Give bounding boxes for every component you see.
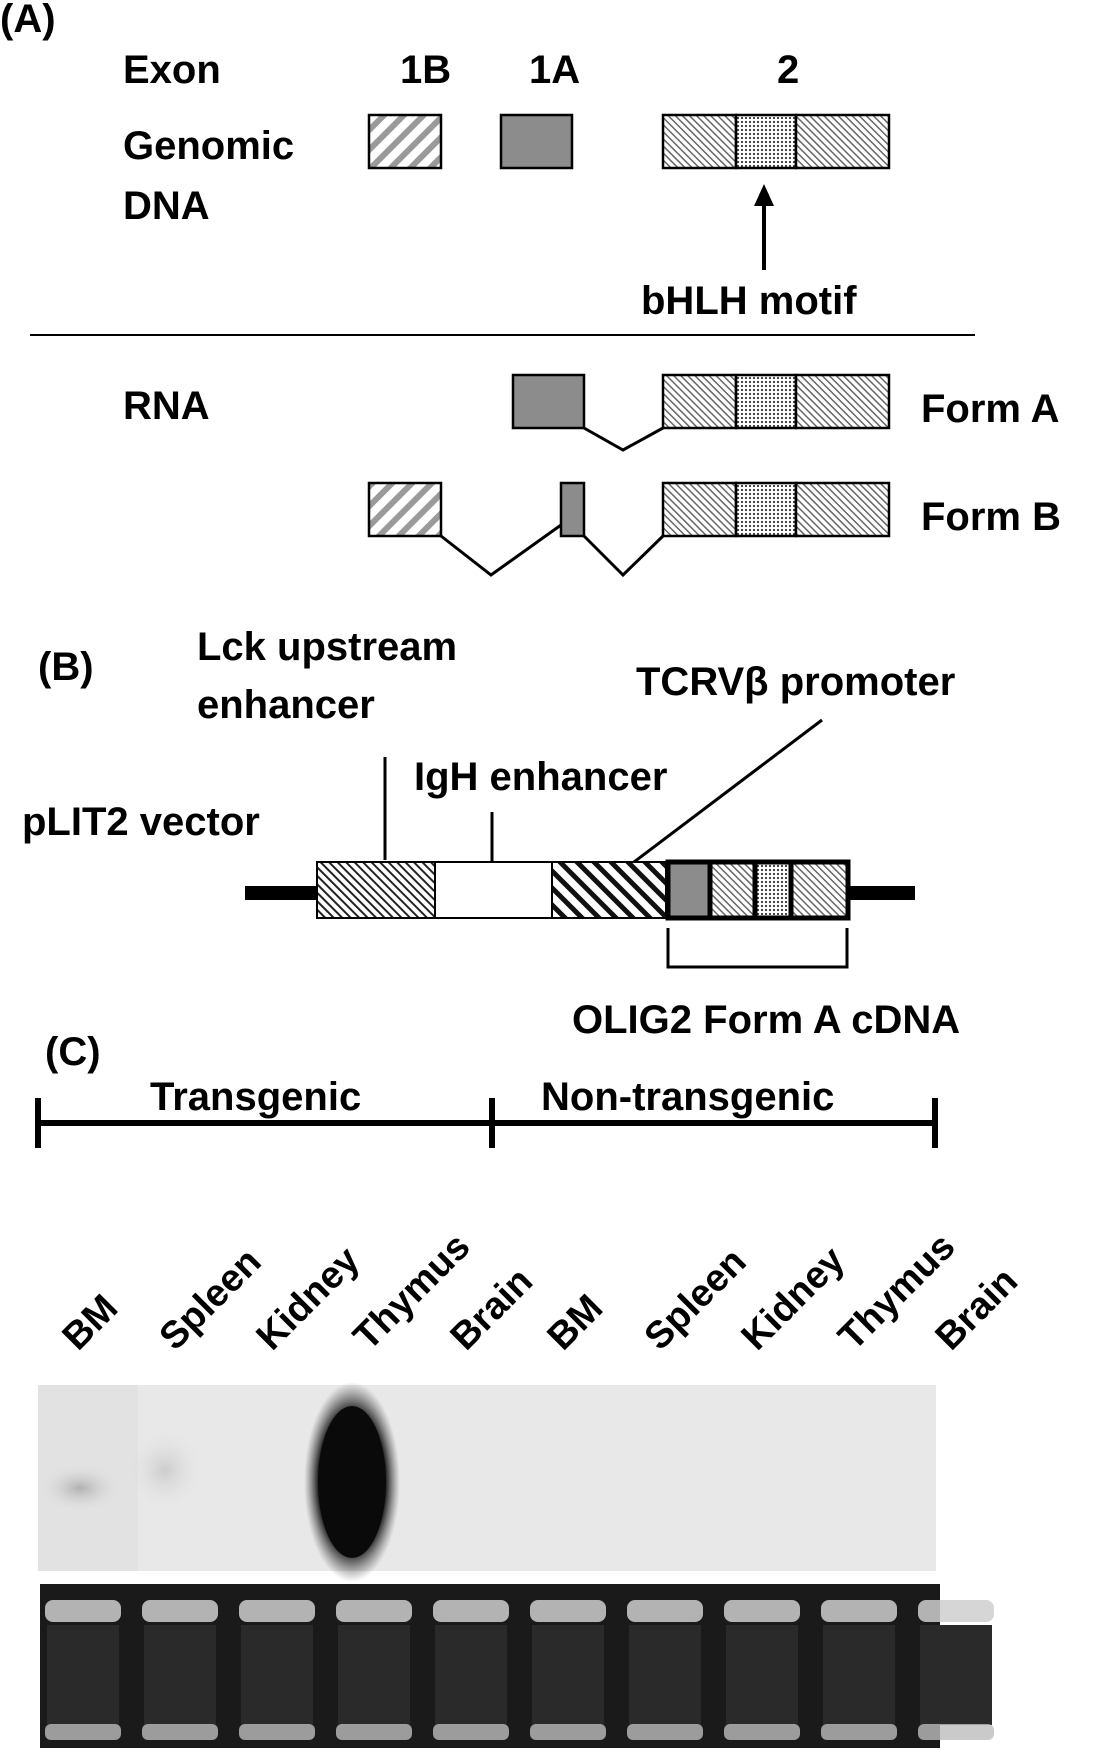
- lane-label-1: BM: [55, 1287, 126, 1358]
- lane-label-7: Spleen: [637, 1241, 755, 1359]
- exon-2-label: 2: [777, 48, 799, 92]
- igh-enhancer-block: [434, 861, 553, 919]
- genomic-bhlh-region: [734, 113, 798, 170]
- gel-lane-smear-8: [726, 1625, 798, 1725]
- gel-band-upper-6: [530, 1600, 606, 1622]
- gel-lane-smear-6: [532, 1625, 604, 1725]
- olig2-cdna-block: [665, 859, 851, 921]
- gel-band-lower-6: [530, 1724, 606, 1740]
- gel-band-upper-4: [336, 1600, 412, 1622]
- lck-label-line2: enhancer: [197, 683, 375, 727]
- gel-band-upper-3: [239, 1600, 315, 1622]
- gel-lane-smear-1: [47, 1625, 119, 1725]
- cdna-label: OLIG2 Form A cDNA: [572, 998, 960, 1042]
- genomic-exon-2: [661, 113, 891, 170]
- lane-label-3: Kidney: [249, 1239, 368, 1358]
- gel-lane-smear-3: [241, 1625, 313, 1725]
- blot-faint-band-bm: [38, 1464, 122, 1512]
- tcr-promoter-label: TCRVβ promoter: [636, 660, 955, 704]
- genomic-label-line2: DNA: [123, 184, 210, 228]
- gel-band-lower-2: [142, 1724, 218, 1740]
- gel-band-lower-4: [336, 1724, 412, 1740]
- gel-band-lower-1: [45, 1724, 121, 1740]
- cdna-bracket: [666, 928, 849, 969]
- lck-label-line1: Lck upstream: [197, 625, 457, 669]
- lane-label-8: Kidney: [734, 1239, 853, 1358]
- gel-band-upper-10: [918, 1600, 994, 1622]
- gel-lane-smear-5: [435, 1625, 507, 1725]
- gel-lane-smear-2: [144, 1625, 216, 1725]
- gel-band-upper-9: [821, 1600, 897, 1622]
- lane-label-6: BM: [540, 1287, 611, 1358]
- form-b-label: Form B: [921, 495, 1061, 539]
- rna-label: RNA: [123, 384, 210, 428]
- rna-form-b: [367, 481, 891, 578]
- gel-band-upper-5: [433, 1600, 509, 1622]
- gel-lane-smear-7: [629, 1625, 701, 1725]
- vector-backbone-right: [848, 886, 915, 900]
- gel-lane-smear-10: [920, 1625, 992, 1725]
- gel-band-upper-2: [142, 1600, 218, 1622]
- lck-enhancer-block: [316, 861, 436, 919]
- tcr-promoter-block: [551, 861, 667, 919]
- gel-band-upper-7: [627, 1600, 703, 1622]
- gel-lane-smear-4: [338, 1625, 410, 1725]
- genomic-label-line1: Genomic: [123, 124, 294, 168]
- gel-band-lower-5: [433, 1724, 509, 1740]
- gel-lane-smear-9: [823, 1625, 895, 1725]
- gel-band-lower-10: [918, 1724, 994, 1740]
- form-a-label: Form A: [921, 387, 1060, 431]
- rna-form-a: [511, 373, 891, 452]
- gel-band-lower-8: [724, 1724, 800, 1740]
- igh-enhancer-label: IgH enhancer: [414, 755, 667, 799]
- genomic-exon-1a: [499, 113, 574, 170]
- exon-1b-label: 1B: [400, 48, 451, 92]
- gel-bands: [45, 1600, 994, 1740]
- lane-label-2: Spleen: [152, 1241, 270, 1359]
- vector-backbone-left: [245, 886, 317, 900]
- gel-band-upper-1: [45, 1600, 121, 1622]
- bhlh-arrow: [754, 184, 774, 270]
- panel-a-label: (A): [0, 0, 56, 41]
- gel-band-lower-7: [627, 1724, 703, 1740]
- bhlh-motif-label: bHLH motif: [641, 279, 857, 323]
- panel-c-label: (C): [45, 1030, 101, 1074]
- group-bracket: [35, 1098, 938, 1148]
- exon-1a-label: 1A: [529, 48, 580, 92]
- gel-band-upper-8: [724, 1600, 800, 1622]
- panel-b-label: (B): [38, 645, 94, 689]
- transgenic-label: Transgenic: [150, 1075, 361, 1119]
- northern-blot: [38, 1382, 936, 1582]
- genomic-exon-1b: [367, 113, 443, 170]
- gel-band-lower-3: [239, 1724, 315, 1740]
- exon-header: Exon: [123, 48, 221, 92]
- non-transgenic-label: Non-transgenic: [541, 1075, 834, 1119]
- tcr-pointer: [633, 718, 823, 864]
- rna-gel: [40, 1584, 994, 1748]
- vector-label: pLIT2 vector: [22, 800, 260, 844]
- gel-band-lower-9: [821, 1724, 897, 1740]
